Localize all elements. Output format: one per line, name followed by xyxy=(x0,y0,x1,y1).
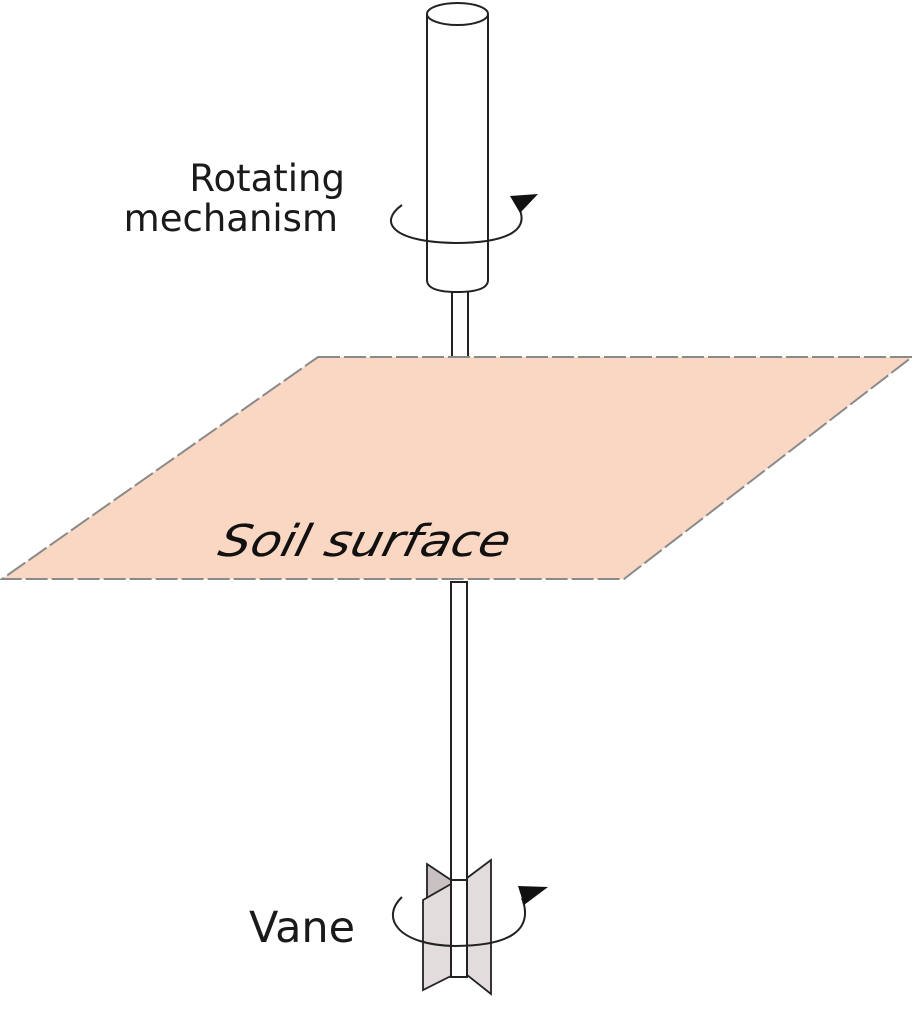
rotation-arrow-icon xyxy=(390,194,538,245)
rotating-mechanism-cylinder xyxy=(426,2,489,294)
rotation-arrow-icon xyxy=(391,886,548,948)
soil-surface-fill xyxy=(0,356,914,580)
soil-surface-plane xyxy=(0,356,914,580)
soil-surface-label: Soil surface xyxy=(214,516,517,567)
vane-blades xyxy=(422,858,492,996)
vane-front-blade xyxy=(422,882,452,992)
vane-right-blade xyxy=(466,858,492,996)
vane-label: Vane xyxy=(249,903,355,953)
rotating-mechanism-label-line1: Rotating xyxy=(189,157,345,200)
rotating-mechanism-label-line2: mechanism xyxy=(124,197,338,240)
